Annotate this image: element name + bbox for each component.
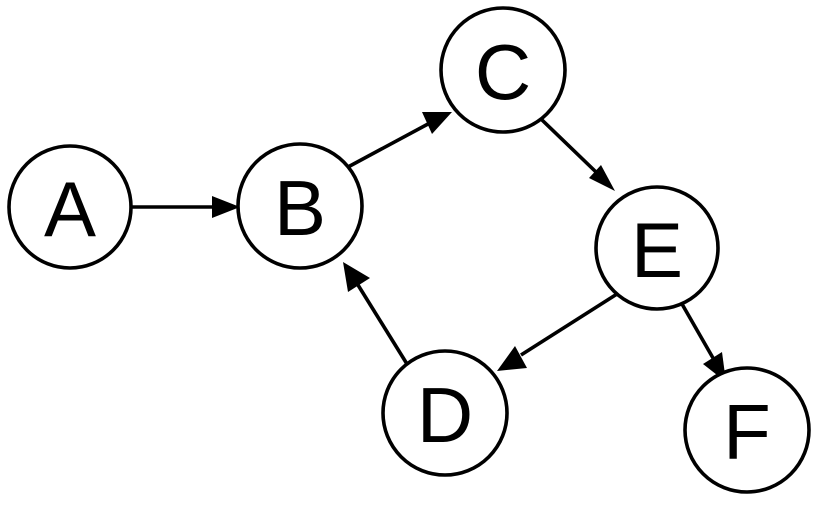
edge-c-to-e [539, 117, 615, 191]
arrowhead-icon [497, 346, 527, 371]
node-a-circle[interactable] [7, 144, 133, 270]
edge-layer [131, 112, 726, 382]
edge-e-to-d [497, 292, 618, 371]
edge-d-to-b [343, 262, 409, 365]
node-b-circle[interactable] [236, 142, 364, 270]
edge-a-to-b [131, 196, 240, 218]
node-d-label: D [417, 371, 473, 459]
node-a-label: A [44, 165, 96, 253]
arrowhead-icon [343, 262, 370, 292]
node-d-circle[interactable] [381, 349, 509, 477]
node-a[interactable]: A [7, 144, 133, 270]
node-b-label: B [274, 164, 326, 252]
node-d[interactable]: D [381, 349, 509, 477]
node-layer: A B C D E F [7, 6, 811, 494]
edge-line-e-to-d [520, 292, 618, 357]
node-c-circle[interactable] [439, 6, 567, 134]
arrowhead-icon [589, 165, 615, 191]
node-e-label: E [631, 206, 683, 294]
node-b[interactable]: B [236, 142, 364, 270]
node-c[interactable]: C [439, 6, 567, 134]
edge-b-to-c [347, 112, 452, 169]
node-e-circle[interactable] [594, 185, 720, 311]
edge-line-b-to-c [347, 122, 429, 169]
edge-line-c-to-e [539, 117, 598, 174]
arrowhead-icon [212, 196, 240, 218]
edge-line-e-to-f [680, 303, 715, 359]
arrowhead-icon [422, 112, 452, 134]
edge-line-d-to-b [356, 284, 409, 365]
node-f[interactable]: F [683, 366, 811, 494]
node-f-circle[interactable] [683, 366, 811, 494]
node-e[interactable]: E [594, 185, 720, 311]
node-f-label: F [723, 388, 771, 476]
node-c-label: C [475, 28, 531, 116]
